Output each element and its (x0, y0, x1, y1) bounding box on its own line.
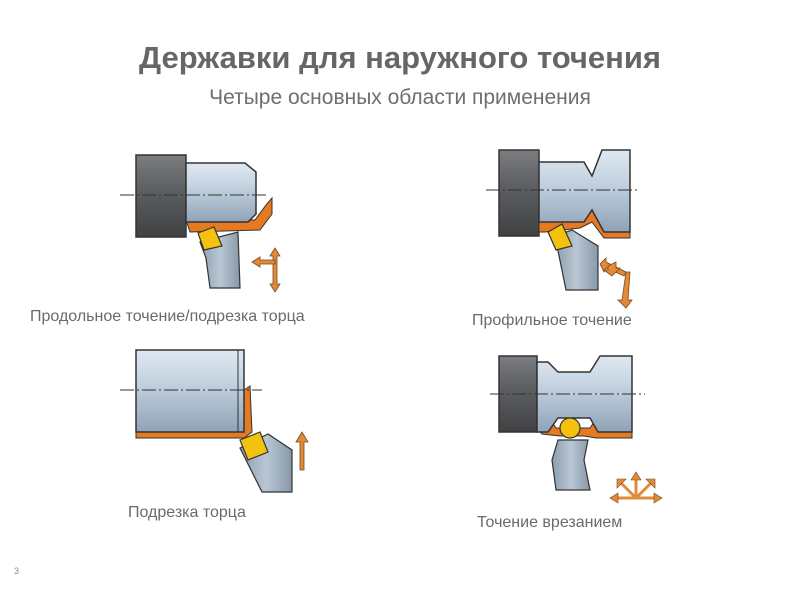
page-title: Державки для наружного точения (139, 40, 661, 75)
panel-longitudinal-turning (120, 154, 281, 293)
caption-facing: Подрезка торца (128, 504, 246, 521)
panel-profile-turning (486, 149, 640, 309)
panel-plunge-turning (490, 355, 663, 504)
round-insert (559, 417, 581, 439)
feed-arrow (295, 431, 309, 471)
caption-longitudinal-turning: Продольное точение/подрезка торца (30, 308, 305, 325)
cutting-insert (547, 223, 573, 251)
feed-arrows (251, 247, 281, 293)
caption-profile-turning: Профильное точение (472, 312, 632, 329)
tool-holder (551, 439, 591, 491)
chuck (498, 149, 540, 237)
page-number: 3 (14, 566, 20, 576)
workpiece (538, 149, 631, 233)
feed-arrows (599, 257, 633, 309)
workpiece-shoulder (244, 162, 257, 223)
feed-arrowheads (609, 471, 663, 504)
workpiece (185, 162, 257, 223)
panel-facing (120, 349, 309, 493)
chuck (135, 154, 187, 238)
cutting-insert (239, 431, 269, 461)
page-subtitle: Четыре основных области применения (209, 86, 591, 109)
workpiece (135, 349, 245, 433)
cutting-insert (197, 226, 223, 251)
caption-plunge-turning: Точение врезанием (477, 514, 623, 531)
